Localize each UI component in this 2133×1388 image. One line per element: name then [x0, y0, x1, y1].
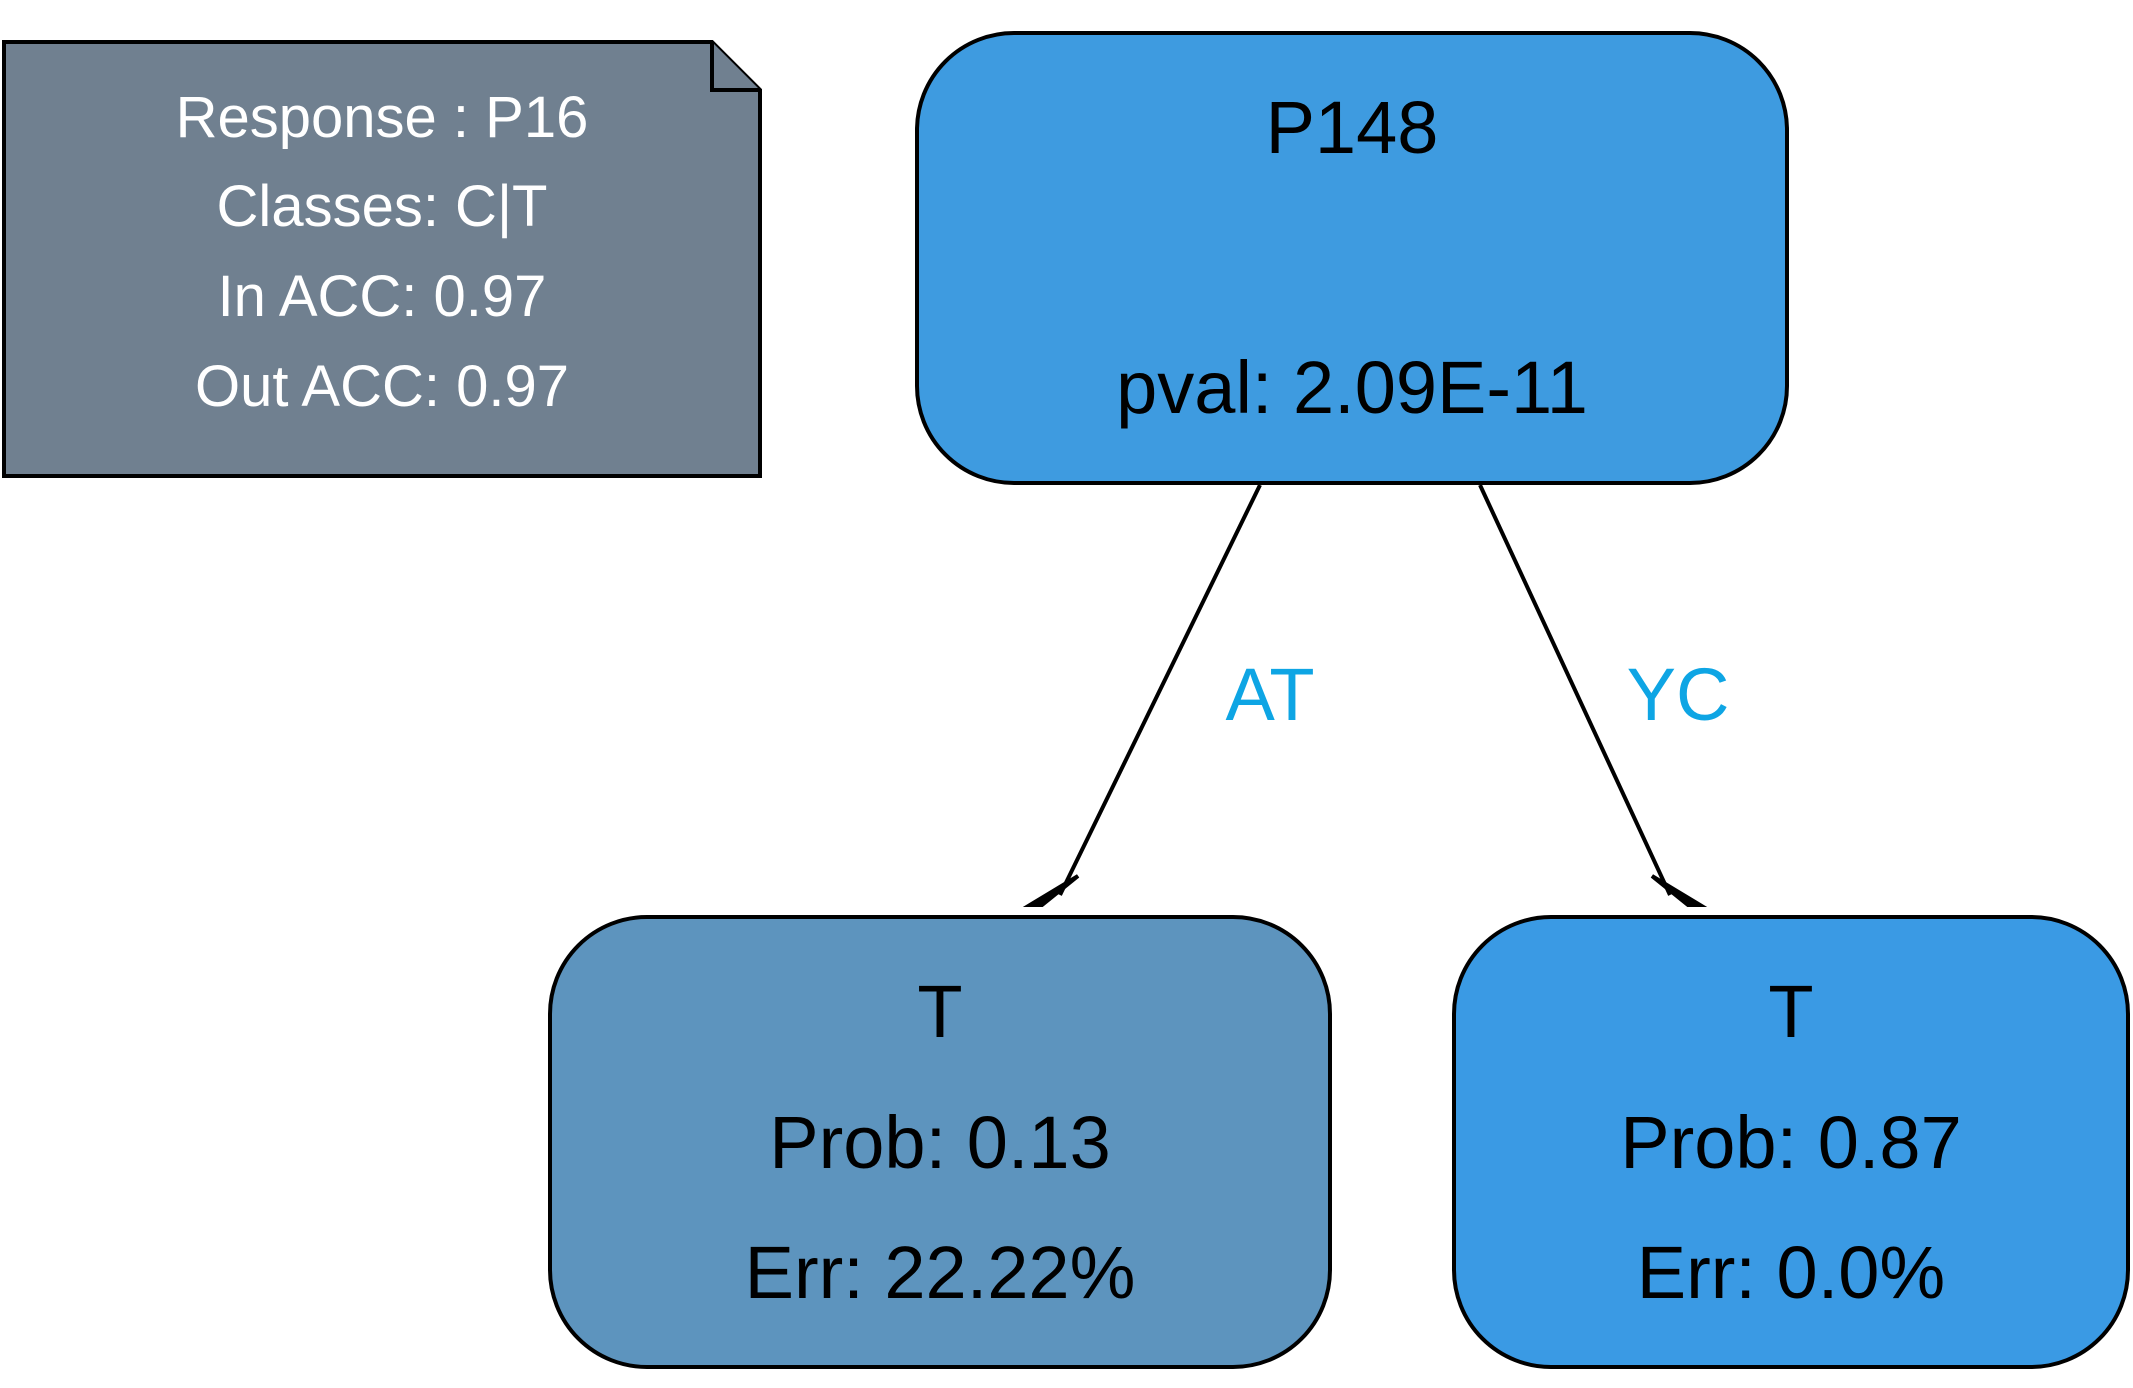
note-fold-icon [710, 42, 760, 92]
node-right-leaf: T Prob: 0.87 Err: 0.0% [1452, 915, 2130, 1369]
node-right-box [1452, 915, 2130, 1369]
node-root: P148 pval: 2.09E-11 [915, 31, 1789, 485]
node-right-err: Err: 0.0% [1637, 1231, 1945, 1314]
node-root-pval: pval: 2.09E-11 [1116, 346, 1588, 429]
node-right-class: T [1768, 970, 1813, 1053]
node-left-class: T [917, 970, 962, 1053]
note-line-classes: Classes: C|T [217, 174, 548, 239]
node-left-leaf: T Prob: 0.13 Err: 22.22% [548, 915, 1332, 1369]
node-left-prob: Prob: 0.13 [769, 1101, 1110, 1184]
edge-line-yc [1478, 484, 1672, 896]
edge-line-at [1058, 484, 1262, 896]
node-right-prob: Prob: 0.87 [1620, 1101, 1961, 1184]
edge-label-yc: YC [1627, 653, 1730, 736]
edge-root-left: AT [1022, 484, 1315, 907]
node-left-err: Err: 22.22% [745, 1231, 1136, 1314]
summary-note: Response : P16 Classes: C|T In ACC: 0.97… [2, 40, 762, 478]
note-shape [2, 40, 762, 478]
node-root-title: P148 [1266, 86, 1439, 169]
note-line-out-acc: Out ACC: 0.97 [195, 354, 569, 419]
node-root-box [915, 31, 1789, 485]
note-line-response: Response : P16 [176, 85, 589, 150]
arrowhead-icon [1022, 874, 1080, 907]
node-left-box [548, 915, 1332, 1369]
edge-label-at: AT [1225, 653, 1314, 736]
edge-root-right: YC [1478, 484, 1730, 907]
note-line-in-acc: In ACC: 0.97 [218, 264, 547, 329]
arrowhead-icon [1650, 874, 1708, 907]
